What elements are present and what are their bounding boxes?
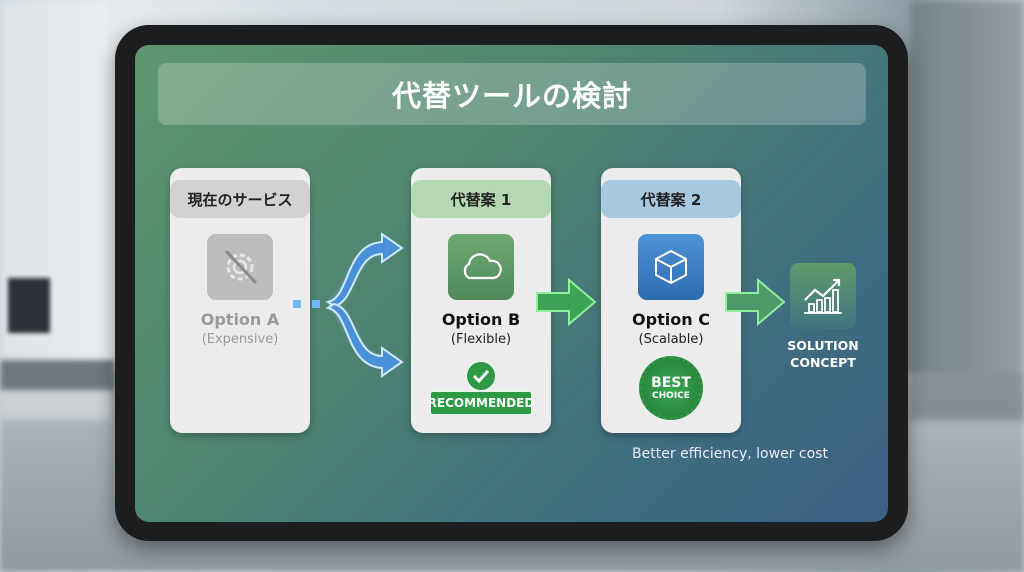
card-header: 現在のサービス <box>170 180 310 218</box>
growth-chart-icon <box>790 263 856 329</box>
solution-concept-label: SOLUTION CONCEPT <box>765 337 881 371</box>
recommended-badge: RECOMMENDED <box>428 390 534 416</box>
solution-line: CONCEPT <box>790 355 856 370</box>
badge-line: BEST <box>651 374 691 391</box>
right-arrow-icon <box>536 277 597 327</box>
background-window <box>910 0 1024 420</box>
cube-icon <box>638 234 704 300</box>
background-desk <box>0 360 115 390</box>
option-note: (Scalable) <box>638 332 704 347</box>
badge-line: CHOICE <box>652 390 690 401</box>
solution-line: SOLUTION <box>787 338 859 353</box>
card-alternative-1: 代替案 1 Option B (Flexible) RECOMMENDED <box>411 168 551 433</box>
option-note: (Flexible) <box>450 332 512 347</box>
right-arrow-icon <box>725 277 786 327</box>
option-name: Option B <box>441 310 521 329</box>
dot <box>312 300 320 308</box>
background-window <box>0 0 110 420</box>
option-note: (Expensive) <box>201 332 279 347</box>
option-name: Option C <box>632 310 710 329</box>
slide-title: 代替ツールの検討 <box>158 63 866 125</box>
gear-disabled-icon <box>207 234 273 300</box>
card-alternative-2: 代替案 2 Option C (Scalable) BEST CHOICE <box>601 168 741 433</box>
best-choice-badge: BEST CHOICE <box>639 356 703 420</box>
card-current-service: 現在のサービス Option A (Expensive) <box>170 168 310 433</box>
card-header: 代替案 1 <box>411 180 551 218</box>
branch-arrow-icon <box>293 232 404 378</box>
checkmark-icon <box>465 360 497 392</box>
option-name: Option A <box>200 310 280 329</box>
tablet-screen: 代替ツールの検討 現在のサービス Option A (Expensive) 代替… <box>135 45 888 522</box>
background-monitor <box>8 278 50 333</box>
caption-text: Better efficiency, lower cost <box>632 446 828 462</box>
card-header: 代替案 2 <box>601 180 741 218</box>
cloud-icon <box>448 234 514 300</box>
dot <box>293 300 301 308</box>
